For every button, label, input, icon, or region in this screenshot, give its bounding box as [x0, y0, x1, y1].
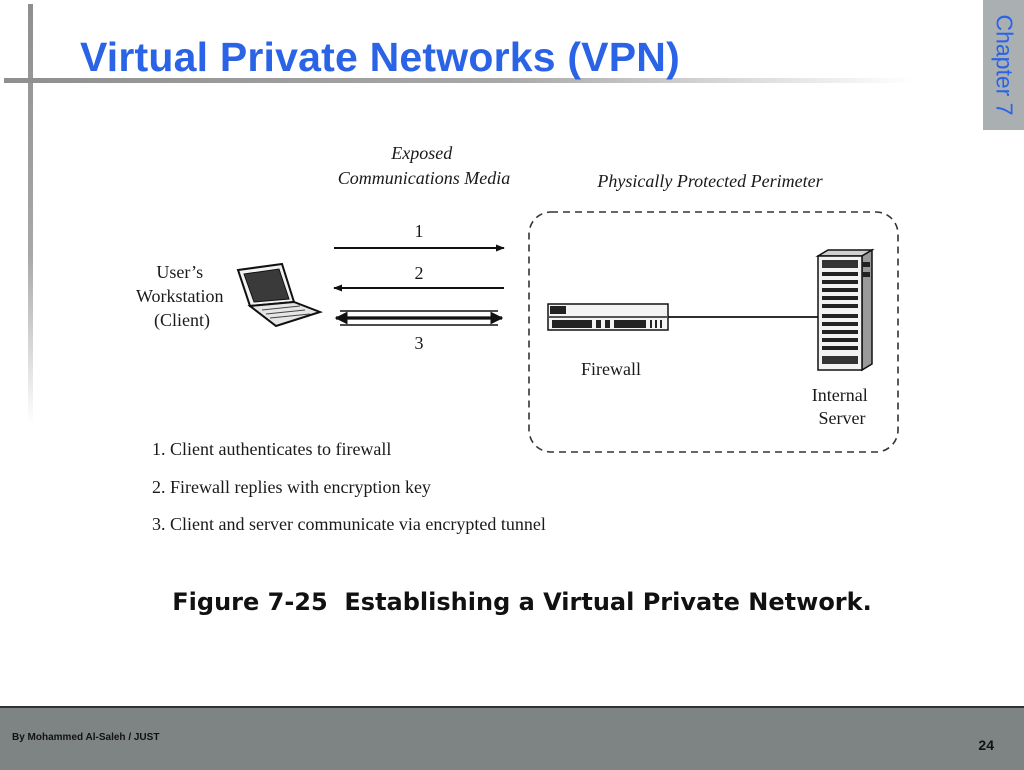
arrow-3-tunnel — [334, 310, 504, 326]
slide-frame-vertical — [28, 4, 33, 424]
laptop-icon — [236, 262, 324, 328]
figure-caption: Figure 7-25 Establishing a Virtual Priva… — [172, 588, 872, 616]
arrow-2-label: 2 — [415, 263, 424, 283]
protected-perimeter-boundary — [528, 211, 899, 453]
slide-title: Virtual Private Networks (VPN) — [80, 34, 680, 80]
perimeter-label: Physically Protected Perimeter — [596, 171, 823, 191]
slide-frame-horizontal — [4, 78, 914, 83]
firewall-label: Firewall — [581, 359, 641, 379]
footer-bar: By Mohammed Al-Saleh / JUST 24 — [0, 706, 1024, 770]
footer-author: By Mohammed Al-Saleh / JUST — [12, 732, 160, 743]
vpn-diagram: Exposed Communications Media Physically … — [136, 143, 899, 534]
step-2: 2. Firewall replies with encryption key — [152, 477, 431, 497]
exposed-media-label: Exposed Communications Media — [338, 143, 511, 188]
workstation-label-line-1: User’s — [156, 262, 203, 282]
server-label-line-2: Server — [819, 408, 866, 428]
page-number: 24 — [978, 737, 994, 753]
step-1: 1. Client authenticates to firewall — [152, 439, 391, 459]
arrow-1-label: 1 — [415, 221, 424, 241]
arrow-3-label: 3 — [415, 333, 424, 353]
server-label: Internal Server — [812, 385, 872, 428]
workstation-label-line-2: Workstation — [136, 286, 224, 306]
exposed-media-label-line-1: Exposed — [390, 143, 453, 163]
workstation-label-line-3: (Client) — [154, 310, 210, 331]
server-label-line-1: Internal — [812, 385, 868, 405]
firewall-icon — [547, 303, 669, 331]
workstation-label: User’s Workstation (Client) — [136, 262, 228, 331]
exposed-media-label-line-2: Communications Media — [338, 168, 511, 188]
chapter-tab: Chapter 7 — [983, 0, 1024, 130]
step-3: 3. Client and server communicate via enc… — [152, 514, 546, 534]
server-icon — [815, 248, 875, 372]
